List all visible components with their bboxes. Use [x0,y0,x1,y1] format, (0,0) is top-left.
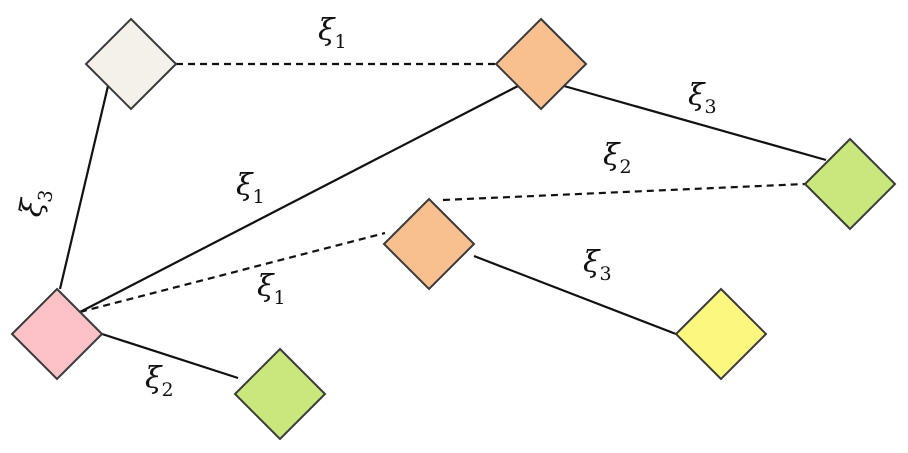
edge-label-subscript: 2 [162,379,174,401]
edge-label-e7: ξ3 [583,245,612,285]
edge-label-subscript: 3 [34,188,58,204]
edge-label-e4: ξ1 [236,168,265,208]
edge-label-e1: ξ1 [318,13,347,53]
edge-label-symbol: ξ [145,361,163,396]
node-gray [84,17,178,111]
edge-pink-to-green_bottom [101,332,239,380]
edges-layer [58,62,827,380]
edge-pink-to-orange_top [79,85,519,313]
edge-label-subscript: 3 [600,263,612,285]
edge-orange_mid-to-green_right [442,182,806,202]
edge-label-subscript: 1 [335,31,347,53]
edge-label-subscript: 2 [620,156,632,178]
edge-gray-to-pink [58,85,110,290]
edge-label-e3: ξ3 [13,185,57,220]
edge-label-subscript: 1 [253,186,265,208]
node-orange-top [494,17,588,111]
node-pink [10,287,104,381]
node-green-right [803,137,897,231]
edge-label-e2: ξ3 [688,78,717,118]
edge-orange_mid-to-yellow [473,254,677,336]
edge-orange_top-to-green_right [563,84,827,162]
node-green-bottom [233,347,327,441]
nodes-layer [10,17,897,441]
edge-label-symbol: ξ [583,245,601,280]
edge-label-e8: ξ2 [145,361,174,401]
edge-label-e5: ξ2 [603,138,632,178]
edge-label-symbol: ξ [236,168,254,203]
edge-label-subscript: 3 [705,96,717,118]
edge-label-e6: ξ1 [257,269,286,309]
edge-pink-to-orange_mid [79,231,386,314]
edge-label-symbol: ξ [318,13,336,48]
edge-label-symbol: ξ [257,269,275,304]
edge-label-symbol: ξ [688,78,706,113]
edge-label-symbol: ξ [13,196,51,220]
edge-label-subscript: 1 [274,287,286,309]
edge-label-symbol: ξ [603,138,621,173]
node-yellow [674,287,768,381]
node-orange-mid [382,197,476,291]
